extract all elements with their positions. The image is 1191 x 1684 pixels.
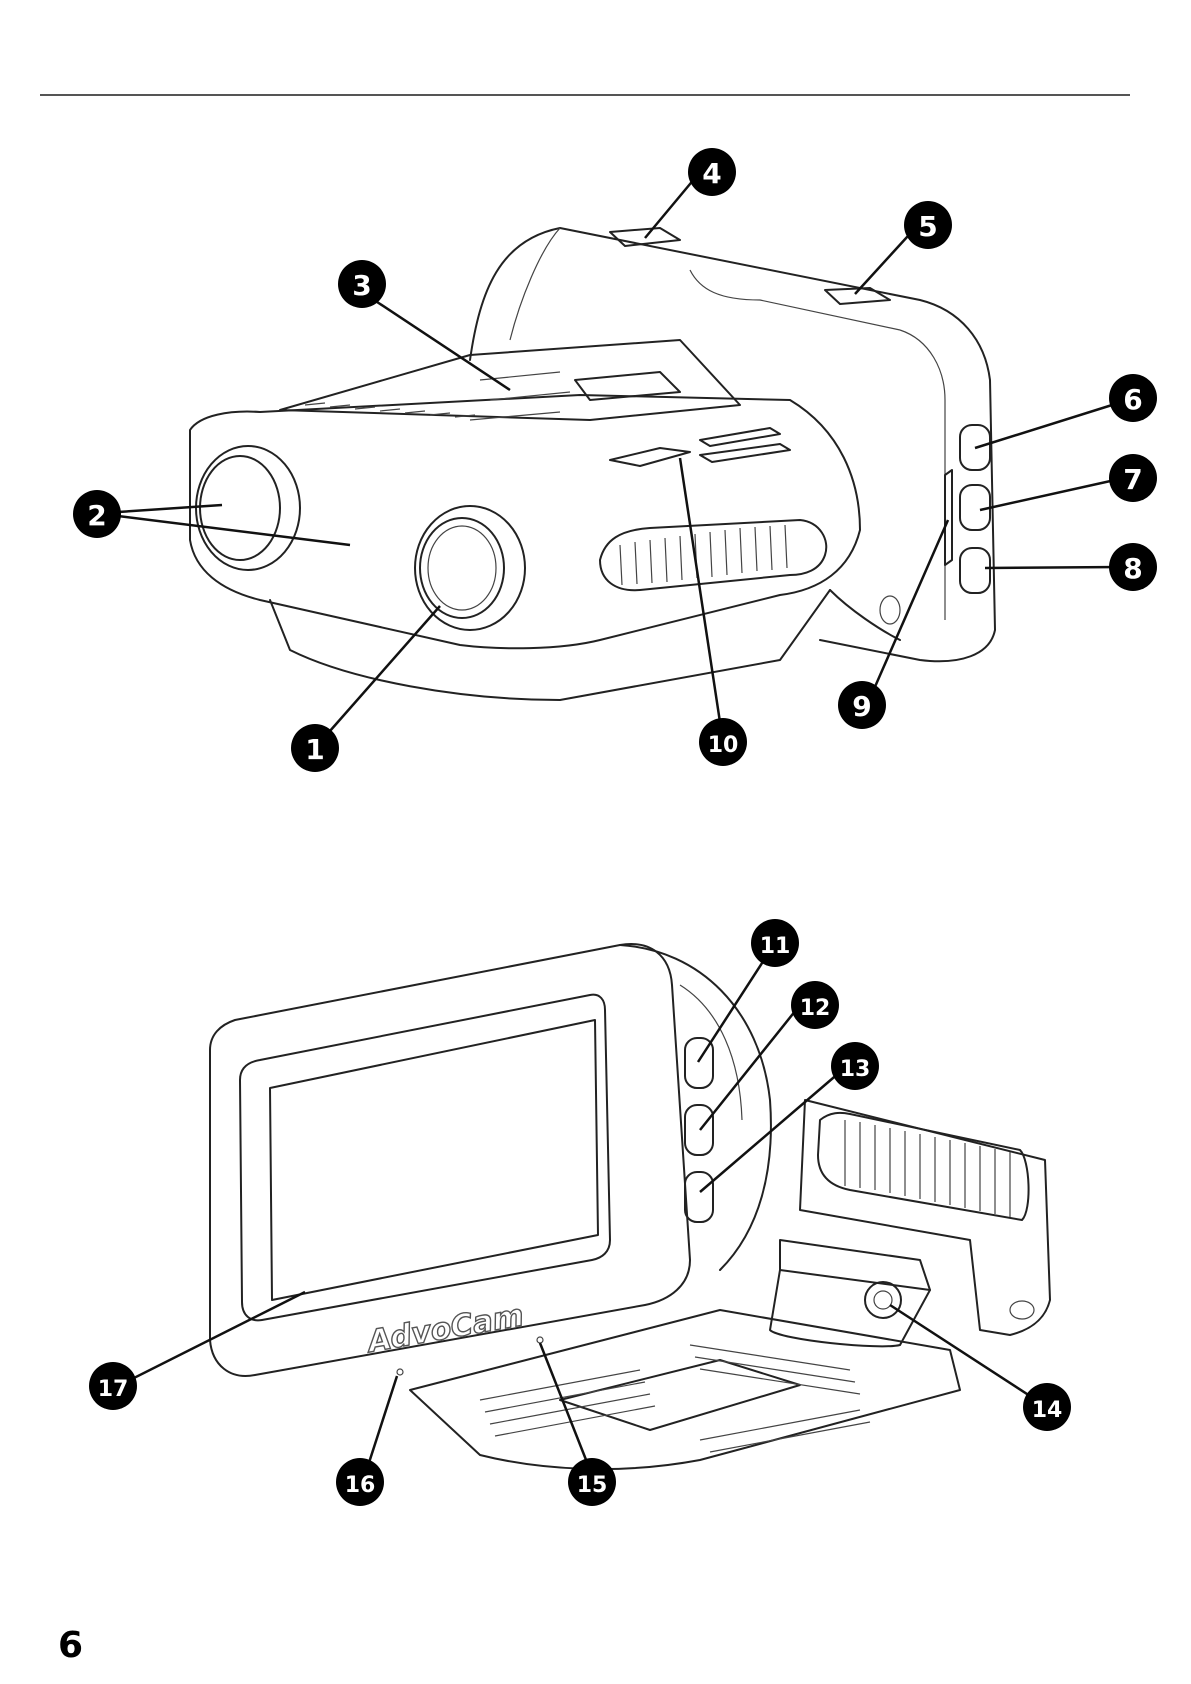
callout-13: 13	[831, 1042, 879, 1090]
callout-12: 12	[791, 981, 839, 1029]
svg-text:2: 2	[87, 499, 106, 532]
callout-4: 4	[688, 148, 736, 196]
svg-text:17: 17	[98, 1377, 129, 1402]
callout-6: 6	[1109, 374, 1157, 422]
front-view-device	[190, 228, 995, 700]
svg-text:6: 6	[1123, 383, 1142, 416]
callout-3: 3	[338, 260, 386, 308]
svg-text:5: 5	[918, 210, 937, 243]
callout-10: 10	[699, 718, 747, 766]
svg-text:16: 16	[345, 1473, 376, 1498]
brand-logo: AdvoCam	[363, 1298, 526, 1360]
svg-text:11: 11	[760, 934, 791, 959]
page-number: 6	[58, 1625, 83, 1666]
svg-text:7: 7	[1123, 463, 1142, 496]
callout-16: 16	[336, 1458, 384, 1506]
leader-lines	[118, 172, 1128, 1475]
callout-17: 17	[89, 1362, 137, 1410]
svg-text:4: 4	[702, 157, 721, 190]
callout-1: 1	[291, 724, 339, 772]
svg-text:13: 13	[840, 1057, 871, 1082]
svg-text:9: 9	[852, 690, 871, 723]
svg-text:1: 1	[305, 733, 324, 766]
svg-text:14: 14	[1032, 1398, 1063, 1423]
callout-15: 15	[568, 1458, 616, 1506]
svg-text:10: 10	[708, 733, 739, 758]
callout-9: 9	[838, 681, 886, 729]
callout-2: 2	[73, 490, 121, 538]
callout-8: 8	[1109, 543, 1157, 591]
callout-11: 11	[751, 919, 799, 967]
svg-text:15: 15	[577, 1473, 608, 1498]
rear-view-device: AdvoCam	[210, 944, 1050, 1469]
svg-text:8: 8	[1123, 552, 1142, 585]
svg-text:3: 3	[352, 269, 371, 302]
callout-7: 7	[1109, 454, 1157, 502]
callout-14: 14	[1023, 1383, 1071, 1431]
svg-text:12: 12	[800, 996, 831, 1021]
callout-5: 5	[904, 201, 952, 249]
